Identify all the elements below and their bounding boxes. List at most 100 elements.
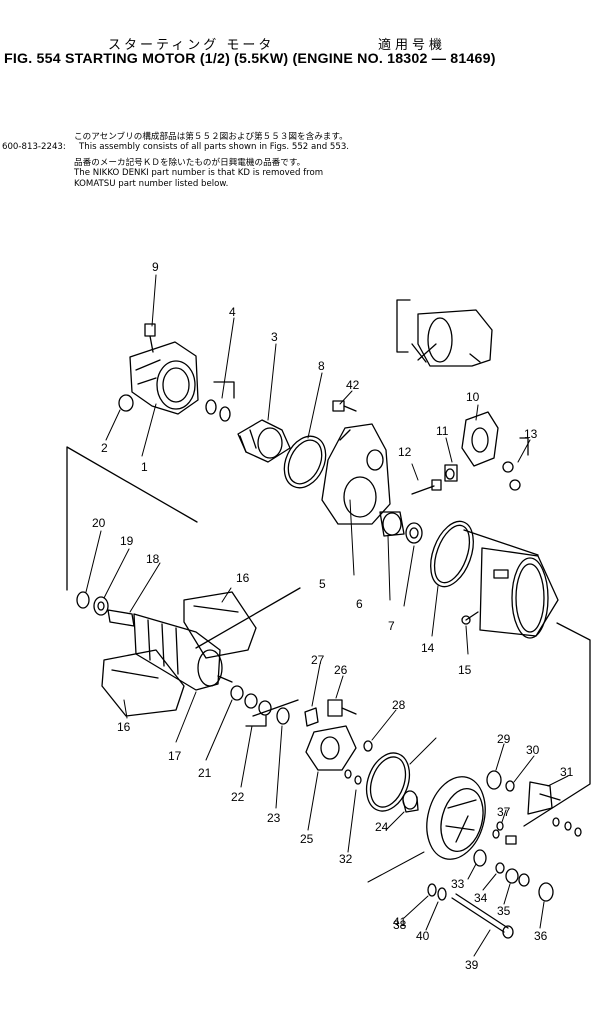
callout-number-9: 9: [152, 260, 159, 274]
callout-number-25: 25: [300, 832, 314, 846]
callout-number-38: 38: [393, 918, 407, 932]
callout-number-8: 8: [318, 359, 325, 373]
part-9-bolt: [144, 323, 156, 353]
part-3-pinion-gear: [237, 419, 291, 463]
part-22-washers: [244, 693, 272, 727]
callout-number-19: 19: [120, 534, 134, 548]
part-29-washer: [363, 740, 373, 752]
callout-number-31: 31: [560, 765, 574, 779]
part-21-washer: [230, 685, 244, 701]
callout-number-15: 15: [458, 663, 472, 677]
part-6-bearing: [379, 511, 405, 537]
assembly-bracket-right: [463, 529, 591, 827]
part-14-o-ring: [430, 520, 474, 588]
part-5-gear-housing: [321, 423, 391, 525]
callout-number-41: 41: [393, 915, 407, 929]
part-24-rear-cover: [426, 776, 486, 860]
callout-number-43: 43: [0, 0, 14, 3]
callout-number-24: 24: [375, 820, 389, 834]
callout-number-1: 1: [141, 460, 148, 474]
callout-number-7: 7: [388, 619, 395, 633]
right-small-nuts: [492, 817, 582, 845]
part-4-washers: [205, 381, 235, 422]
part-32-bracket: [527, 781, 561, 815]
part-7-bearing: [405, 522, 423, 544]
callout-number-4: 4: [229, 305, 236, 319]
figure-title: FIG. 554 STARTING MOTOR (1/2) (5.5KW) (E…: [4, 51, 496, 67]
part-43-bolt: [332, 400, 357, 412]
callout-number-3: 3: [271, 330, 278, 344]
note-japanese-assembly: このアセンブリの構成部品は第５５２図および第５５３図を含みます。: [74, 132, 348, 142]
japanese-applicability-label: 適用号機: [378, 38, 447, 53]
callout-number-23: 23: [267, 811, 281, 825]
callout-number-12: 12: [398, 445, 412, 459]
callout-number-21: 21: [198, 766, 212, 780]
part-30-bushing: [486, 770, 502, 790]
part-39-o-ring: [365, 752, 411, 812]
part-8-o-ring: [283, 435, 327, 489]
callout-number-10: 10: [466, 390, 480, 404]
callout-number-13: 13: [524, 427, 538, 441]
part-19-washer: [93, 596, 109, 616]
part-33-washers: [344, 769, 362, 785]
part-38-washer: [496, 821, 504, 831]
callout-number-26: 26: [334, 663, 348, 677]
part-37-cap: [538, 882, 554, 902]
part-27-brush: [327, 699, 357, 717]
part-25-bushing: [402, 790, 419, 813]
callout-number-20: 20: [92, 516, 106, 530]
callout-number-36: 36: [534, 929, 548, 943]
part-31-washer: [505, 780, 515, 792]
part-20-washer: [76, 591, 90, 609]
assembly-part-number: 600-813-2243:: [2, 142, 66, 152]
part-26-brush-holder: [305, 725, 357, 771]
callout-number-37: 37: [497, 805, 511, 819]
part-23-washer: [276, 707, 290, 725]
assembly-bracket-left: [66, 446, 198, 591]
part-2-bushing: [118, 394, 134, 412]
callout-number-33: 33: [451, 877, 465, 891]
callout-number-11: 11: [436, 424, 449, 438]
note-assembly-contents: This assembly consists of all parts show…: [79, 142, 350, 152]
callout-number-16: 16: [236, 571, 250, 585]
callout-number-18: 18: [146, 552, 160, 566]
callout-number-30: 30: [526, 743, 540, 757]
part-35-washer: [495, 862, 505, 874]
callout-number-39: 39: [465, 958, 479, 972]
yoke-field-frame: [479, 547, 559, 639]
part-1-drive-housing: [129, 341, 199, 415]
part-13-nuts: [502, 437, 529, 491]
callout-number-40: 40: [416, 929, 430, 943]
note-japanese-nikko: 品番のメーカ記号ＫＤを除いたものが日興電機の品番です。: [74, 158, 306, 168]
assembly-bracket-top: [396, 299, 411, 353]
part-12-bolt: [411, 479, 442, 495]
part-28-spring: [304, 707, 319, 727]
note-komatsu-part-number: KOMATSU part number listed below.: [74, 179, 229, 189]
callout-number-17: 17: [168, 749, 182, 763]
callout-number-27: 27: [311, 653, 325, 667]
part-42-washer: [427, 883, 437, 897]
part-15-screw: [461, 611, 479, 625]
note-nikko-part-number: The NIKKO DENKI part number is that KD i…: [74, 168, 324, 178]
callout-number-42: 42: [346, 378, 360, 392]
callout-number-34: 34: [474, 891, 488, 905]
callout-number-32: 32: [339, 852, 353, 866]
part-10-magnetic-switch: [461, 411, 499, 467]
callout-number-22: 22: [231, 790, 245, 804]
callout-number-28: 28: [392, 698, 406, 712]
callout-number-16: 16: [117, 720, 131, 734]
callout-number-2: 2: [101, 441, 108, 455]
part-41-washer: [437, 887, 447, 901]
part-16-field-coil-lower: [101, 649, 185, 717]
leader-lines: [85, 274, 569, 957]
part-34-bushing: [473, 849, 487, 867]
part-16-field-coil-upper: [183, 591, 257, 659]
japanese-title: スターティング モータ: [108, 38, 275, 53]
callout-number-35: 35: [497, 904, 511, 918]
callout-number-5: 5: [319, 577, 326, 591]
callout-number-14: 14: [421, 641, 435, 655]
callout-number-6: 6: [356, 597, 363, 611]
solenoid-assembly-sketch: [411, 309, 493, 367]
part-40-through-bolt: [451, 893, 514, 939]
